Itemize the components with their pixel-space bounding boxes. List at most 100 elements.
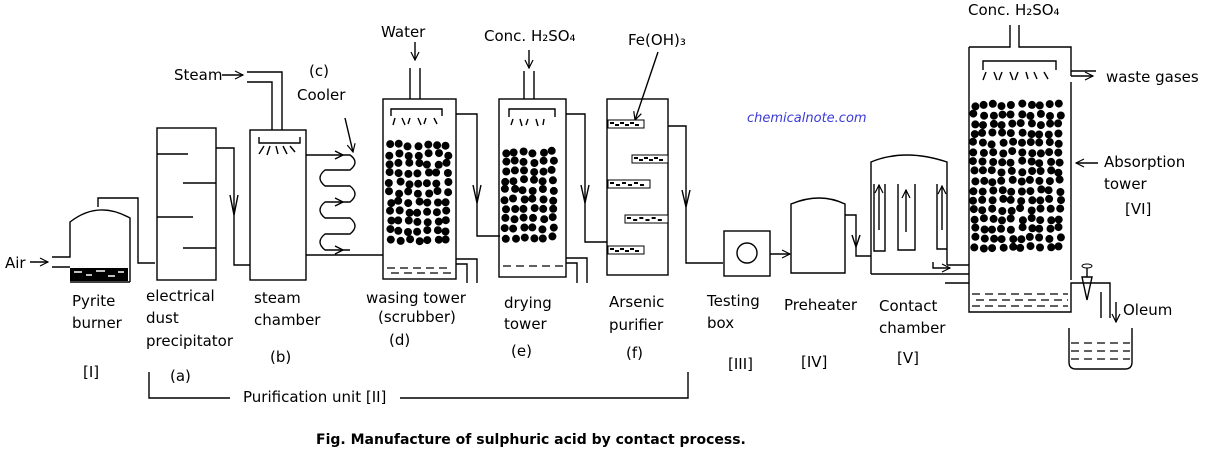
packing-ball <box>1045 194 1054 203</box>
contact-chamber-name-1: Contact <box>879 297 937 315</box>
packing-ball <box>1016 243 1025 252</box>
packing-ball <box>386 206 394 215</box>
packing-ball <box>1028 167 1037 175</box>
absorption-tower-tag: [VI] <box>1125 200 1151 218</box>
preheater-name: Preheater <box>784 296 858 314</box>
packing-ball <box>1036 149 1045 158</box>
packing-ball <box>980 225 989 234</box>
packing-ball <box>1027 130 1036 139</box>
packing-ball <box>414 179 423 188</box>
packing-ball <box>509 194 517 203</box>
packing-ball <box>519 157 528 166</box>
precipitator-name-1: electrical <box>146 287 215 305</box>
packing-ball <box>1045 234 1054 243</box>
packing-ball <box>978 157 987 166</box>
packing-ball <box>434 217 443 226</box>
packing-ball <box>394 139 403 148</box>
contact-chamber-tag: [V] <box>897 349 919 367</box>
packing-ball <box>394 158 403 167</box>
packing-ball <box>1018 99 1027 108</box>
packing-ball <box>989 119 998 128</box>
packing-ball <box>539 167 548 176</box>
packing-ball <box>1006 129 1015 138</box>
packing-ball <box>979 244 988 253</box>
packing-ball <box>387 216 396 225</box>
packing-ball <box>1054 223 1063 232</box>
packing-ball <box>441 216 450 225</box>
arsenic-purifier-tag: (f) <box>626 344 643 362</box>
packing-ball <box>1017 177 1026 186</box>
absorption-tower-name-1: Absorption <box>1104 153 1185 171</box>
packing-ball <box>500 184 509 193</box>
packing-ball <box>1054 168 1063 177</box>
packing-ball <box>404 228 412 236</box>
packing-ball <box>406 235 415 244</box>
packing-ball <box>547 146 556 155</box>
packing-ball <box>394 226 403 235</box>
packing-ball <box>997 224 1005 233</box>
packing-ball <box>413 208 422 217</box>
packing-ball <box>538 234 547 243</box>
packing-ball <box>1018 110 1027 119</box>
packing-ball <box>970 166 979 175</box>
packing-ball <box>997 102 1006 111</box>
packing-ball <box>1045 177 1054 186</box>
packing-ball <box>1027 214 1036 222</box>
packing-ball <box>969 148 978 157</box>
packing-ball <box>1028 224 1037 233</box>
packing-ball <box>998 186 1007 195</box>
packing-ball <box>971 177 980 186</box>
packing-ball <box>1055 158 1064 167</box>
packing-ball <box>988 204 997 213</box>
packing-ball <box>422 179 431 188</box>
packing-ball <box>433 141 442 150</box>
packing-ball <box>442 158 451 167</box>
packing-ball <box>441 235 450 244</box>
packing-ball <box>1025 232 1034 241</box>
packing-ball <box>538 225 547 234</box>
packing-ball <box>1026 138 1035 147</box>
pyrite-burner-name-1: Pyrite <box>72 292 115 310</box>
packing-ball <box>979 214 988 223</box>
packing-ball <box>971 120 980 129</box>
packing-ball <box>1026 242 1035 251</box>
packing-ball <box>1035 130 1044 139</box>
packing-ball <box>1056 233 1065 242</box>
packing-ball <box>540 148 548 157</box>
packing-ball <box>384 179 393 187</box>
packing-ball <box>1035 101 1044 110</box>
packing-ball <box>1008 175 1017 184</box>
packing-ball <box>413 189 422 198</box>
arsenic-purifier-name-1: Arsenic <box>609 293 664 311</box>
packing-ball <box>988 196 997 205</box>
packing-ball <box>444 151 453 160</box>
packing-ball <box>998 158 1007 167</box>
packing-ball <box>423 207 432 216</box>
packing-ball <box>1027 206 1036 215</box>
contact-chamber <box>870 154 969 275</box>
packing-ball <box>970 215 979 224</box>
packing-ball <box>1054 139 1063 148</box>
packing-ball <box>405 180 414 189</box>
pyrite-burner <box>30 197 155 283</box>
packing-ball <box>1028 149 1037 158</box>
packing-ball <box>998 207 1007 215</box>
packing-ball <box>989 148 998 157</box>
packing-ball <box>1016 204 1025 213</box>
packing-ball <box>386 225 395 234</box>
packing-ball <box>518 186 527 195</box>
packing-ball <box>1036 121 1045 130</box>
water-label: Water <box>381 23 426 41</box>
packing-ball <box>1018 138 1026 147</box>
packing-ball <box>1016 119 1025 128</box>
packing-ball <box>1006 214 1015 223</box>
packing-ball <box>443 169 452 177</box>
packing-ball <box>1025 175 1034 184</box>
packing-ball <box>971 223 980 232</box>
packing-ball <box>1046 119 1055 128</box>
packing-ball <box>1007 166 1016 175</box>
packing-ball <box>415 237 424 246</box>
precipitator-tag: (a) <box>170 367 191 385</box>
packing-ball <box>978 206 987 215</box>
packing-ball <box>988 99 997 108</box>
